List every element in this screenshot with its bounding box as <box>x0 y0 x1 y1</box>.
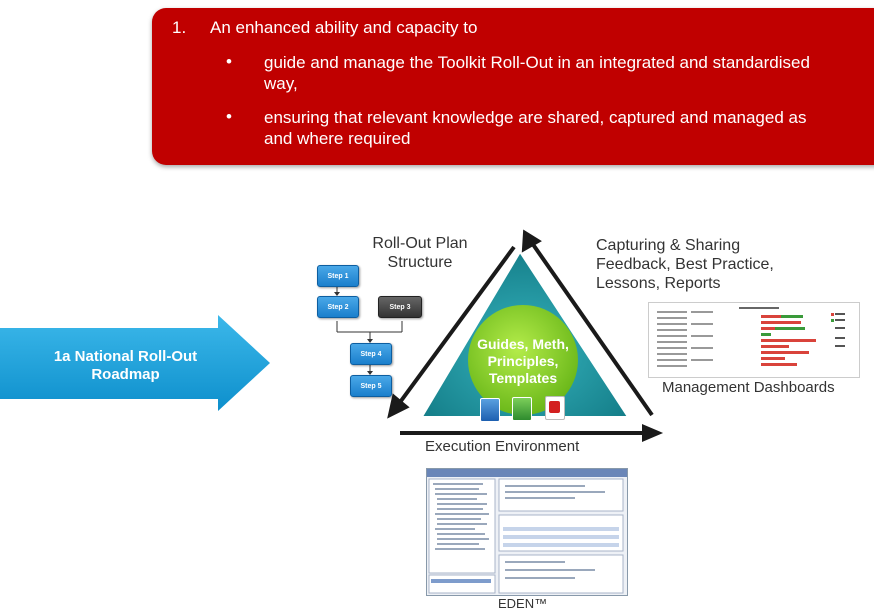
execution-label: Execution Environment <box>425 438 580 455</box>
plan-title: Roll-Out Plan Structure <box>360 234 480 272</box>
word-doc-icon <box>480 398 500 422</box>
step-2-box: Step 2 <box>317 296 359 318</box>
guides-line-1: Guides, Meth, <box>477 336 569 352</box>
objective-bullet-2: ensuring that relevant knowledge are sha… <box>264 108 807 148</box>
roadmap-label: 1a National Roll-Out Roadmap <box>18 348 233 384</box>
left-arrowhead <box>387 393 410 419</box>
roadmap-line-2: Roadmap <box>91 366 160 383</box>
objective-lead: An enhanced ability and capacity to <box>210 18 478 37</box>
guides-line-2: Principles, <box>487 353 559 369</box>
bottom-arrowhead <box>642 423 664 443</box>
objective-banner: 1. An enhanced ability and capacity to •… <box>152 8 874 165</box>
bullet-marker: • <box>226 52 232 71</box>
eden-thumbnail <box>426 468 628 596</box>
eden-label: EDEN™ <box>498 596 548 611</box>
step-3-box: Step 3 <box>378 296 422 318</box>
step-1-box: Step 1 <box>317 265 359 287</box>
bullet-marker: • <box>226 107 232 126</box>
step-4-box: Step 4 <box>350 343 392 365</box>
roadmap-arrow <box>0 315 270 411</box>
objective-number: 1. <box>172 18 187 37</box>
step-5-box: Step 5 <box>350 375 392 397</box>
dashboard-thumbnail <box>648 302 860 378</box>
left-cycle-arrow <box>396 245 516 407</box>
dashboards-label: Management Dashboards <box>662 379 835 396</box>
plan-title-line-2: Structure <box>387 254 453 271</box>
excel-doc-icon <box>512 397 532 421</box>
capture-line-1: Capturing & Sharing <box>596 237 741 254</box>
guides-line-3: Templates <box>488 370 558 386</box>
objective-bullet-1: guide and manage the Toolkit Roll-Out in… <box>264 53 810 93</box>
capture-title: Capturing & Sharing Feedback, Best Pract… <box>596 236 826 293</box>
guides-circle <box>468 305 578 415</box>
guides-text: Guides, Meth, Principles, Templates <box>468 336 578 387</box>
capture-line-2: Feedback, Best Practice, <box>596 256 774 273</box>
pdf-doc-icon <box>545 396 565 420</box>
roadmap-line-1: 1a National Roll-Out <box>53 348 198 365</box>
capture-line-3: Lessons, Reports <box>596 275 721 292</box>
right-arrowhead <box>521 229 542 253</box>
right-cycle-arrow <box>530 241 654 417</box>
plan-title-line-1: Roll-Out Plan <box>372 235 468 252</box>
